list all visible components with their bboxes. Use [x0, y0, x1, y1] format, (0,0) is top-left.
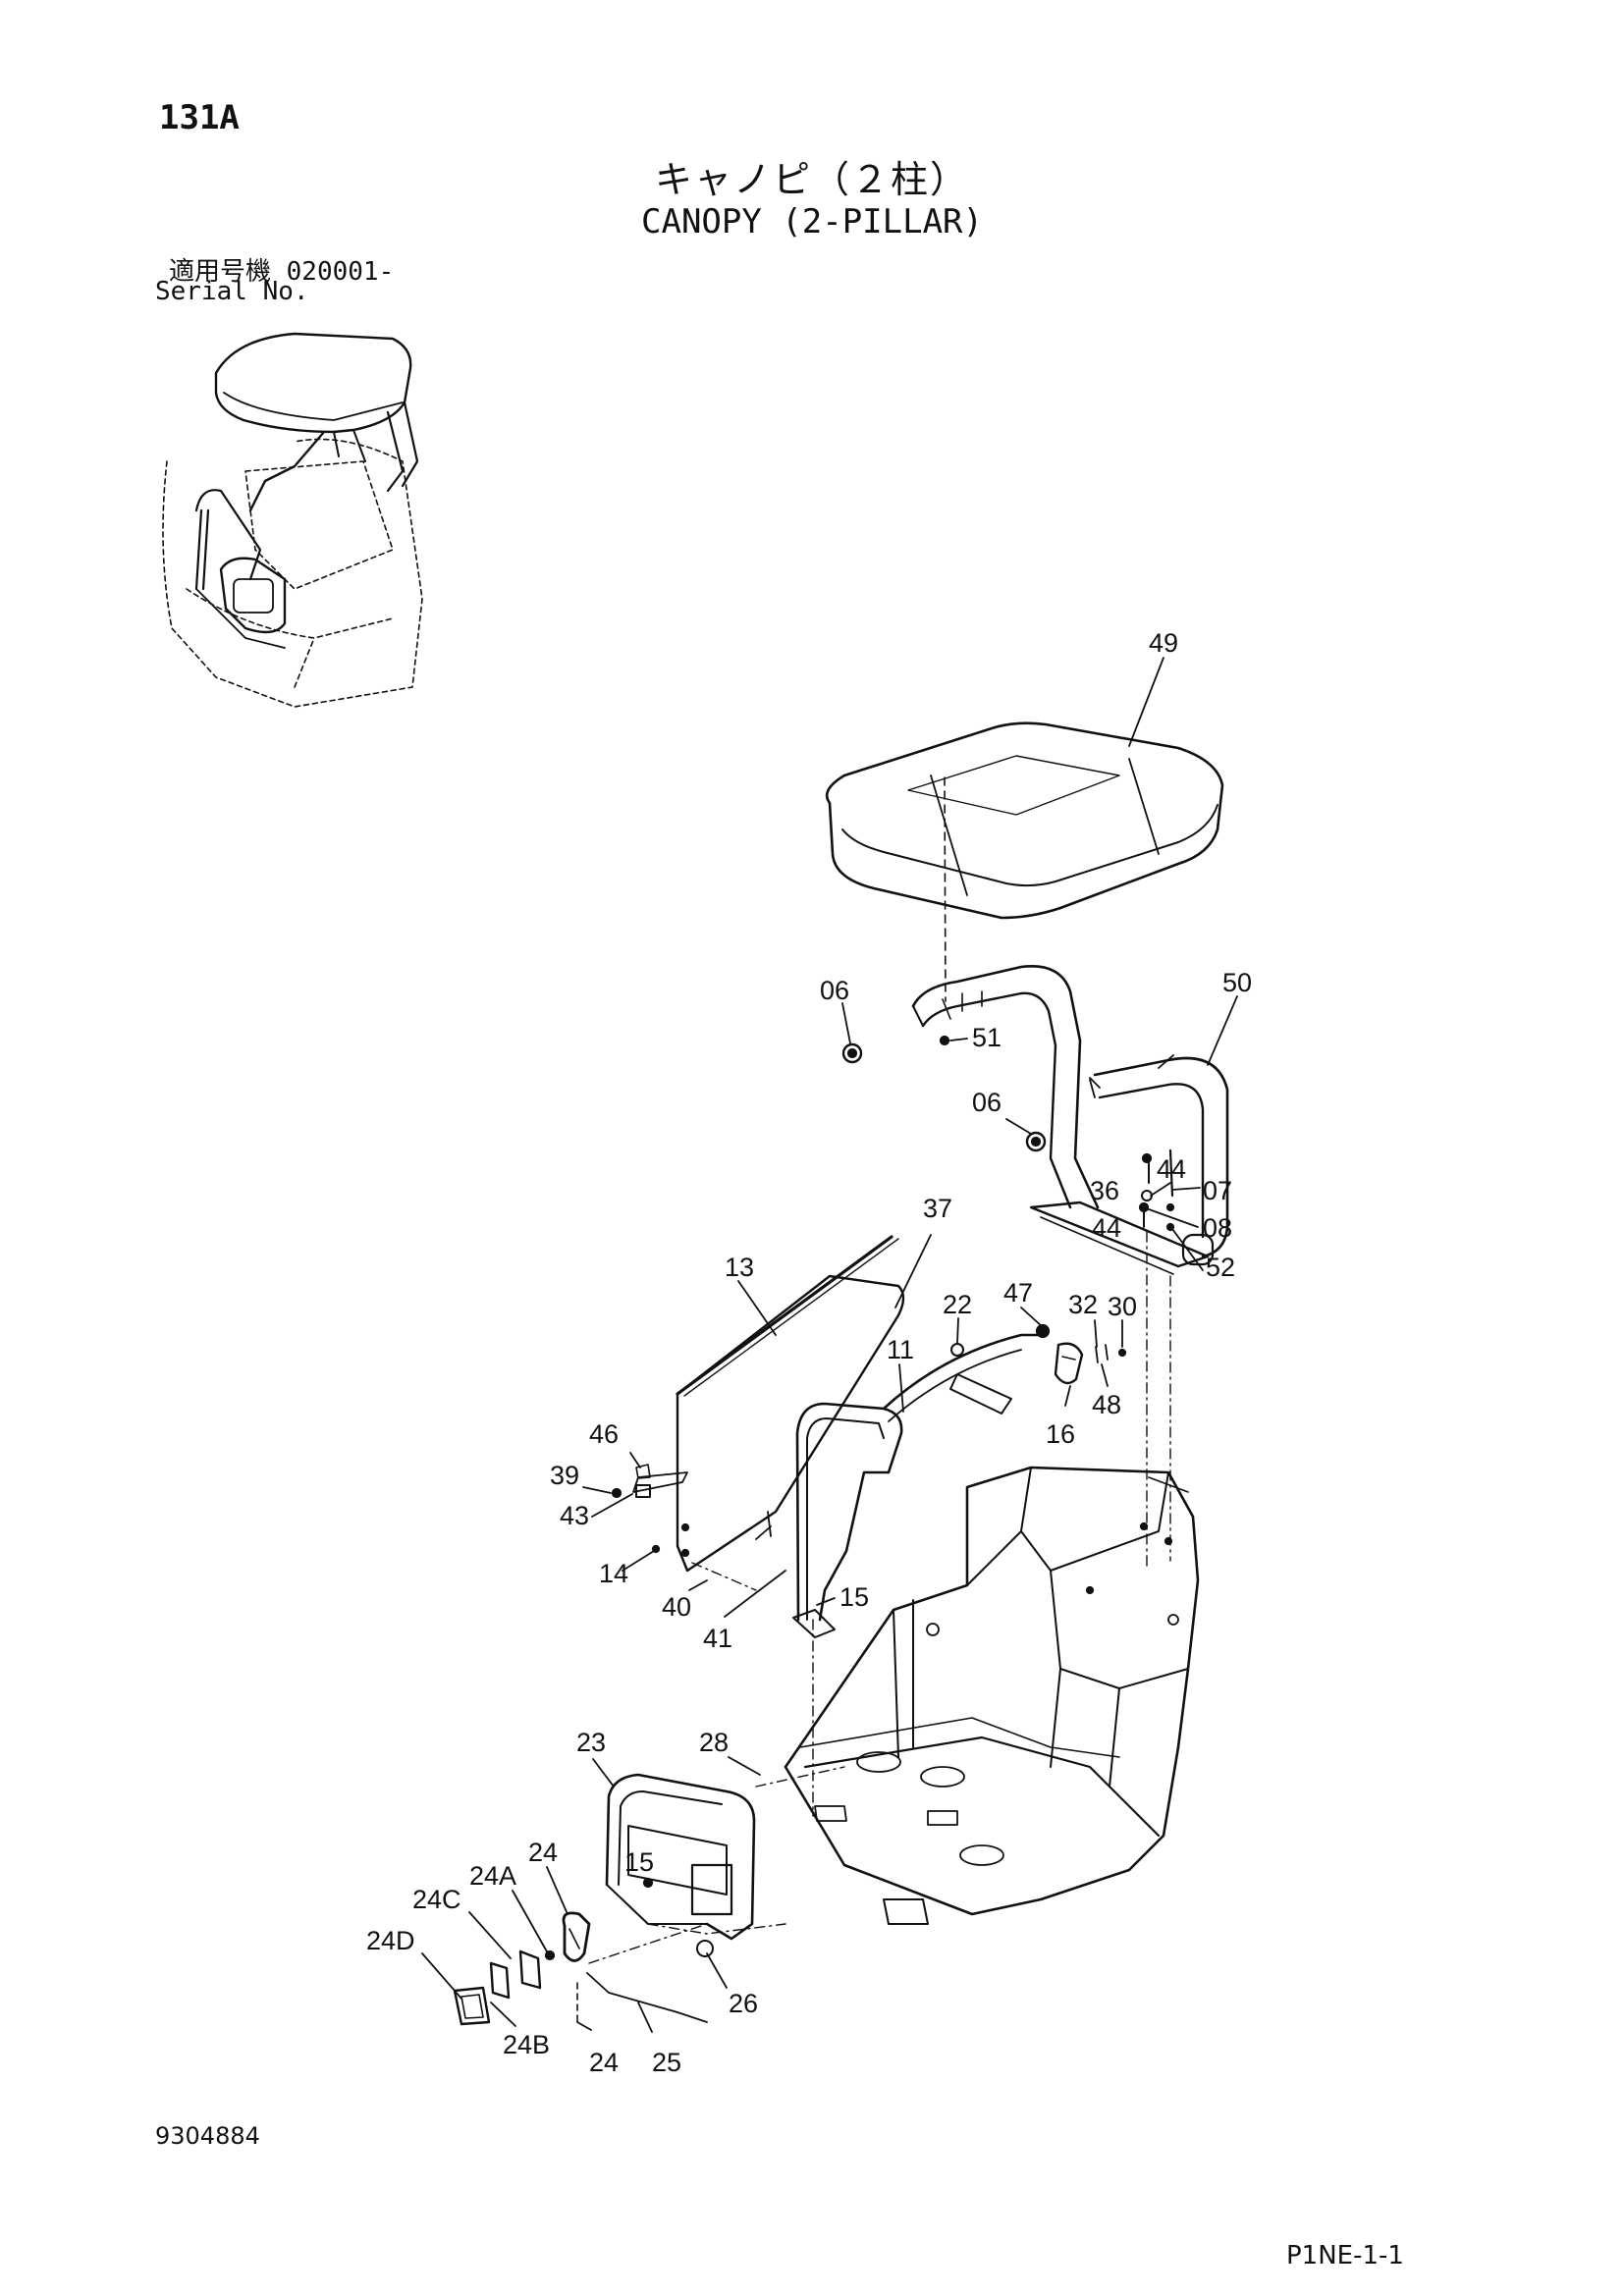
- callout-15: 15: [839, 1582, 869, 1612]
- callout-52: 52: [1206, 1253, 1235, 1282]
- side-panel: [611, 1235, 905, 1573]
- callout-40: 40: [662, 1592, 691, 1622]
- callout-24D: 24D: [366, 1926, 415, 1955]
- callout-30: 30: [1108, 1292, 1137, 1321]
- assembly-guide-lines: [588, 1231, 1171, 1964]
- serial-label-japanese: 適用号機 020001-: [169, 257, 395, 287]
- callout-41: 41: [703, 1624, 732, 1653]
- callout-06: 06: [820, 976, 849, 1005]
- callout-43: 43: [560, 1501, 589, 1530]
- callout-47: 47: [1003, 1278, 1033, 1308]
- callout-25: 25: [652, 2048, 681, 2077]
- canopy-pillar: [911, 965, 1229, 1275]
- callout-28: 28: [699, 1728, 729, 1757]
- callout-23: 23: [576, 1728, 606, 1757]
- serial-label-english: Serial No.: [155, 277, 309, 306]
- callout-49: 49: [1149, 628, 1178, 658]
- base-frame: [784, 1466, 1200, 1925]
- callout-24C: 24C: [412, 1885, 461, 1914]
- callout-46: 46: [589, 1419, 619, 1449]
- page-code: 131A: [159, 98, 240, 137]
- callout-36: 36: [1090, 1176, 1119, 1205]
- callout-37: 37: [923, 1194, 952, 1223]
- overview-thumbnail: [162, 332, 423, 708]
- document-number: 9304884: [155, 2122, 260, 2150]
- callout-50: 50: [1222, 968, 1252, 997]
- callout-44: 44: [1092, 1213, 1121, 1243]
- leader-lines: [421, 657, 1238, 2033]
- callout-26: 26: [729, 1989, 758, 2018]
- callout-labels: 49 06 51 50 06 44 36 07 44 08 52 37 13 4…: [366, 628, 1252, 2077]
- callout-06: 06: [972, 1088, 1001, 1117]
- callout-08: 08: [1203, 1213, 1232, 1243]
- pillar-hardware: [841, 1035, 1175, 1232]
- callout-13: 13: [725, 1253, 754, 1282]
- page-reference: P1NE-1-1: [1286, 2241, 1404, 2270]
- callout-48: 48: [1092, 1390, 1121, 1419]
- handrail: [792, 1323, 1127, 1638]
- title-english: CANOPY (2-PILLAR): [641, 202, 983, 241]
- callout-24: 24: [589, 2048, 619, 2077]
- callout-32: 32: [1068, 1290, 1098, 1319]
- roof-panel: [825, 721, 1224, 1002]
- callout-07: 07: [1203, 1176, 1232, 1205]
- callout-22: 22: [943, 1290, 972, 1319]
- callout-44: 44: [1157, 1154, 1186, 1184]
- callout-15: 15: [624, 1847, 654, 1877]
- callout-16: 16: [1046, 1419, 1075, 1449]
- callout-14: 14: [599, 1559, 628, 1588]
- callout-39: 39: [550, 1461, 579, 1490]
- callout-24: 24: [528, 1838, 558, 1867]
- callout-51: 51: [972, 1023, 1001, 1052]
- callout-24A: 24A: [469, 1861, 516, 1891]
- title-japanese: キャノピ（２柱）: [654, 158, 969, 201]
- callout-11: 11: [887, 1335, 914, 1364]
- callout-24B: 24B: [503, 2030, 550, 2059]
- work-lamp: [453, 1911, 708, 2026]
